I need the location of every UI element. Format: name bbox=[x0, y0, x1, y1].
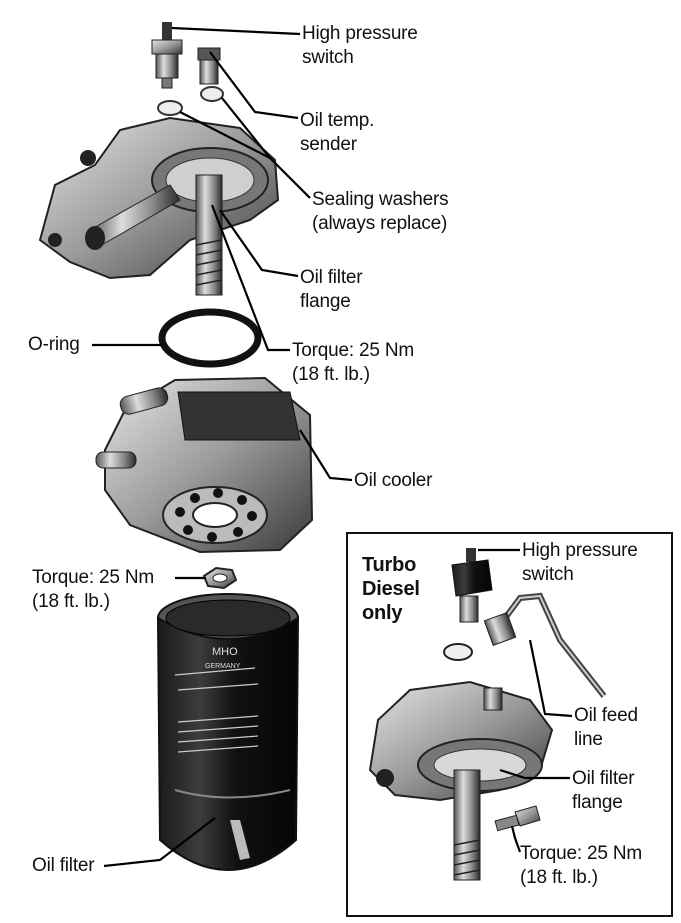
cooler-nut-part bbox=[202, 566, 238, 590]
inset-label-high-pressure-switch: High pressure switch bbox=[522, 540, 638, 585]
label-oil-filter: Oil filter bbox=[32, 855, 95, 876]
inset-label-torque: Torque: 25 Nm (18 ft. lb.) bbox=[520, 843, 643, 888]
label-torque-cooler: Torque: 25 Nm (18 ft. lb.) bbox=[32, 567, 155, 612]
leader-oil-filter-flange bbox=[219, 209, 299, 278]
leader-torque-flange bbox=[210, 204, 290, 352]
inset-oil-filter-flange-part bbox=[368, 680, 554, 881]
inset-title: Turbo Diesel only bbox=[362, 554, 420, 624]
inset-high-pressure-switch-part bbox=[451, 548, 493, 623]
oil-filter-flange-part bbox=[38, 116, 280, 296]
oil-temp-sender-part bbox=[197, 47, 221, 85]
inset-label-oil-filter-flange: Oil filter flange bbox=[572, 768, 635, 813]
turbo-diesel-inset-frame bbox=[346, 532, 673, 917]
label-oil-filter-flange: Oil filter flange bbox=[300, 267, 363, 312]
label-oil-cooler: Oil cooler bbox=[354, 470, 433, 491]
high-pressure-switch-part bbox=[151, 22, 183, 89]
leader-oil-temp-sender bbox=[209, 51, 299, 120]
sealing-washer-1 bbox=[157, 100, 183, 116]
label-high-pressure-switch: High pressure switch bbox=[302, 23, 418, 68]
leader-oil-filter bbox=[103, 817, 216, 868]
inset-torque-bolt-part bbox=[494, 805, 541, 832]
leader-sealing-washers bbox=[179, 97, 311, 199]
leader-oil-feed-line bbox=[528, 639, 573, 718]
filter-country-text: GERMANY bbox=[205, 663, 241, 670]
inset-label-oil-feed-line: Oil feed line bbox=[574, 705, 638, 750]
filter-brand-text: MHO bbox=[212, 646, 238, 658]
label-oil-temp-sender: Oil temp. sender bbox=[300, 110, 375, 155]
oil-filter-part: MHO GERMANY bbox=[156, 593, 300, 871]
inset-sealing-washer bbox=[443, 643, 473, 661]
sealing-washer-2 bbox=[200, 86, 224, 102]
leader-high-pressure-switch bbox=[171, 26, 301, 36]
label-o-ring: O-ring bbox=[28, 334, 80, 355]
label-torque-flange: Torque: 25 Nm (18 ft. lb.) bbox=[292, 340, 415, 385]
oil-cooler-part bbox=[95, 376, 314, 554]
label-sealing-washers: Sealing washers (always replace) bbox=[312, 189, 449, 234]
leader-inset-torque bbox=[510, 825, 522, 853]
o-ring-part bbox=[158, 308, 262, 368]
leader-lines bbox=[92, 26, 573, 868]
leader-oil-cooler bbox=[299, 429, 353, 482]
oil-feed-line-part bbox=[483, 592, 607, 698]
leader-inset-oil-filter-flange bbox=[499, 768, 570, 780]
